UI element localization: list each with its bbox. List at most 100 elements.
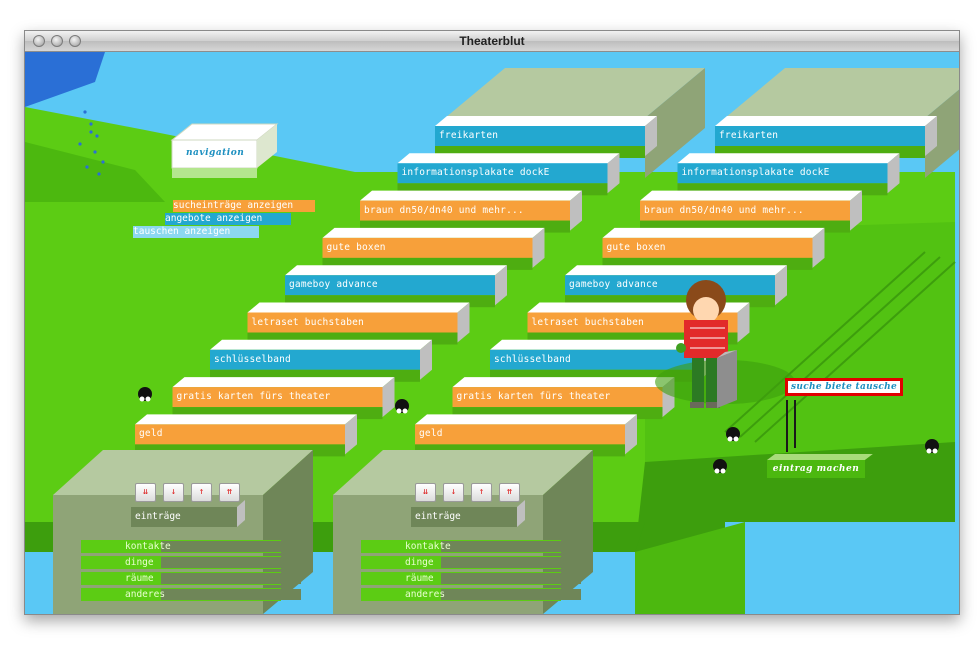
shelf-top bbox=[285, 265, 507, 276]
suche-biete-tausche-sign[interactable]: suche biete tausche bbox=[785, 378, 903, 396]
shelf-side bbox=[775, 265, 787, 306]
arrow-down-icon[interactable]: ↓ bbox=[163, 483, 184, 502]
shelf-top bbox=[322, 227, 545, 238]
shelf-front bbox=[285, 275, 495, 296]
rails bbox=[724, 251, 956, 443]
menu-item-1-0[interactable]: kontakte bbox=[405, 541, 451, 552]
shelf-front bbox=[715, 126, 925, 146]
shelf-front bbox=[602, 237, 813, 258]
shelf-side bbox=[345, 414, 357, 455]
shelf-item-right-1[interactable]: informationsplakate dockE bbox=[681, 167, 830, 179]
shelf-item-right-4[interactable]: gameboy advance bbox=[569, 279, 658, 291]
water-drops bbox=[78, 110, 105, 176]
menu-item-1-3[interactable]: anderes bbox=[405, 589, 446, 600]
shelf-item-right-7[interactable]: gratis karten fürs theater bbox=[456, 391, 611, 403]
bugs bbox=[138, 387, 939, 474]
shelf-top bbox=[490, 339, 712, 350]
sign-post bbox=[786, 400, 796, 452]
shelf-item-left-6[interactable]: schlüsselband bbox=[214, 353, 291, 365]
shelf-item-left-8[interactable]: geld bbox=[139, 428, 163, 440]
menu-item-1-2[interactable]: räume bbox=[405, 573, 434, 584]
title-bar[interactable]: Theaterblut bbox=[25, 31, 959, 52]
shelf-side bbox=[382, 377, 395, 418]
scene-graphics bbox=[25, 52, 959, 614]
zoom-window-icon[interactable] bbox=[69, 35, 81, 47]
shelf-item-left-1[interactable]: informationsplakate dockE bbox=[401, 167, 550, 179]
shelf-front bbox=[172, 387, 383, 408]
shelf-front bbox=[435, 126, 645, 146]
shelf-front bbox=[135, 424, 345, 445]
shelves-left bbox=[135, 68, 705, 457]
arrow-up-icon[interactable]: ↑ bbox=[471, 483, 492, 502]
double-arrow-up-icon[interactable]: ⇈ bbox=[219, 483, 240, 502]
shelf-side bbox=[645, 116, 657, 156]
menu-item-1-1[interactable]: dinge bbox=[405, 557, 434, 568]
shelf-item-right-3[interactable]: gute boxen bbox=[606, 241, 666, 253]
shelf-front bbox=[247, 312, 458, 333]
entries-bar bbox=[131, 507, 237, 527]
shelf-side bbox=[495, 265, 507, 306]
shelf-top bbox=[640, 190, 862, 201]
shelf-item-right-2[interactable]: braun dn50/dn40 und mehr... bbox=[644, 204, 804, 216]
filter-offers[interactable]: angebote anzeigen bbox=[165, 213, 291, 225]
entries-label-0[interactable]: einträge bbox=[135, 511, 181, 522]
shelf-side bbox=[607, 153, 620, 194]
menu-item-0-3[interactable]: anderes bbox=[125, 589, 166, 600]
shelf-side bbox=[812, 227, 825, 268]
shelf-item-right-5[interactable]: letraset buchstaben bbox=[531, 316, 644, 328]
shelf-front bbox=[677, 163, 888, 184]
shelf-item-right-6[interactable]: schlüsselband bbox=[494, 353, 571, 365]
shelf-front bbox=[640, 200, 850, 221]
filter-search-entries[interactable]: sucheinträge anzeigen bbox=[173, 200, 315, 212]
shelf-side bbox=[887, 153, 900, 194]
character bbox=[655, 280, 795, 408]
navigation-label[interactable]: navigation bbox=[186, 148, 245, 158]
shelf-top bbox=[715, 116, 937, 126]
shelf-side bbox=[625, 414, 637, 455]
close-window-icon[interactable] bbox=[33, 35, 45, 47]
shelf-item-left-7[interactable]: gratis karten fürs theater bbox=[176, 391, 331, 403]
shelf-item-left-5[interactable]: letraset buchstaben bbox=[251, 316, 364, 328]
shelf-side bbox=[570, 190, 582, 231]
shelf-front bbox=[490, 349, 700, 370]
menu-item-0-2[interactable]: räume bbox=[125, 573, 154, 584]
shelf-top bbox=[360, 190, 582, 201]
eintrag-machen-button[interactable]: eintrag machen bbox=[772, 464, 860, 474]
navigation-box bbox=[170, 123, 279, 178]
shelf-front bbox=[210, 349, 420, 370]
menu-item-0-0[interactable]: kontakte bbox=[125, 541, 171, 552]
shelf-top bbox=[565, 265, 787, 276]
shelf-top bbox=[397, 153, 620, 164]
window-title: Theaterblut bbox=[459, 34, 525, 48]
shelf-front bbox=[415, 424, 625, 445]
shelf-item-left-3[interactable]: gute boxen bbox=[326, 241, 386, 253]
app-window: Theaterblut bbox=[24, 30, 960, 615]
panel-top bbox=[53, 450, 313, 495]
shelf-top bbox=[602, 227, 825, 238]
shelf-top bbox=[677, 153, 900, 164]
panels bbox=[53, 450, 593, 614]
arrow-up-icon[interactable]: ↑ bbox=[191, 483, 212, 502]
shelf-item-left-0[interactable]: freikarten bbox=[439, 130, 499, 141]
panel-top bbox=[333, 450, 593, 495]
double-arrow-down-icon[interactable]: ⇊ bbox=[415, 483, 436, 502]
arrow-down-icon[interactable]: ↓ bbox=[443, 483, 464, 502]
shelf-top bbox=[415, 414, 637, 425]
shelf-side bbox=[532, 227, 545, 268]
shelf-item-left-2[interactable]: braun dn50/dn40 und mehr... bbox=[364, 204, 524, 216]
shelf-side bbox=[457, 302, 470, 343]
shelf-side bbox=[420, 339, 432, 380]
shelf-front bbox=[452, 387, 663, 408]
menu-item-0-1[interactable]: dinge bbox=[125, 557, 154, 568]
shelf-item-right-0[interactable]: freikarten bbox=[719, 130, 779, 141]
shelf-front bbox=[360, 200, 570, 221]
double-arrow-down-icon[interactable]: ⇊ bbox=[135, 483, 156, 502]
shelf-front bbox=[322, 237, 533, 258]
shelf-top bbox=[135, 414, 357, 425]
filter-trades[interactable]: tauschen anzeigen bbox=[133, 226, 259, 238]
shelf-item-right-8[interactable]: geld bbox=[419, 428, 443, 440]
entries-label-1[interactable]: einträge bbox=[415, 511, 461, 522]
shelf-item-left-4[interactable]: gameboy advance bbox=[289, 279, 378, 291]
double-arrow-up-icon[interactable]: ⇈ bbox=[499, 483, 520, 502]
minimize-window-icon[interactable] bbox=[51, 35, 63, 47]
